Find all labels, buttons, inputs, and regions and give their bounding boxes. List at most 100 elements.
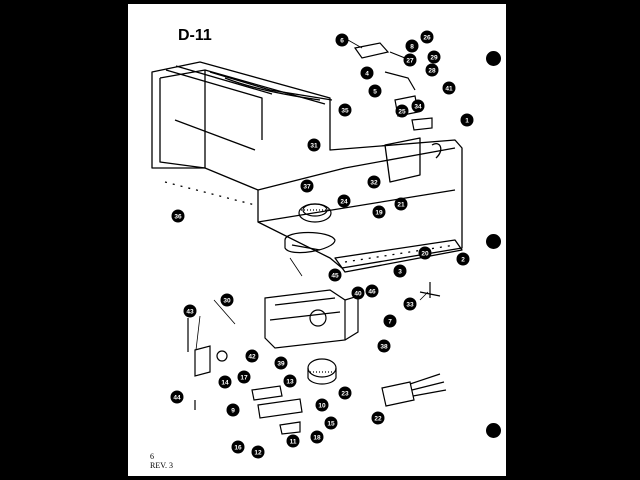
callout-label: 21 bbox=[397, 202, 405, 209]
callout-32: 32 bbox=[367, 175, 381, 189]
callout-label: 33 bbox=[406, 302, 414, 309]
callout-bubble bbox=[393, 264, 407, 278]
callout-24: 24 bbox=[337, 194, 351, 208]
callout-bubble bbox=[274, 356, 288, 370]
callout-label: 43 bbox=[186, 309, 194, 316]
callout-45: 45 bbox=[328, 268, 342, 282]
callout-bubble bbox=[394, 197, 408, 211]
callout-label: 29 bbox=[430, 55, 438, 62]
callout-bubble bbox=[383, 314, 397, 328]
callout-6: 6 bbox=[335, 33, 349, 47]
callout-3: 3 bbox=[393, 264, 407, 278]
binder-hole-bottom bbox=[486, 423, 501, 438]
callout-36: 36 bbox=[171, 209, 185, 223]
callout-label: 22 bbox=[374, 416, 382, 423]
callout-bubble bbox=[360, 66, 374, 80]
callout-14: 14 bbox=[218, 375, 232, 389]
callout-label: 40 bbox=[354, 291, 362, 298]
callout-29: 29 bbox=[427, 50, 441, 64]
callout-bubble bbox=[377, 339, 391, 353]
callout-bubble bbox=[335, 33, 349, 47]
callout-bubble bbox=[371, 411, 385, 425]
callout-bubble bbox=[286, 434, 300, 448]
callout-bubble bbox=[365, 284, 379, 298]
callout-4: 4 bbox=[360, 66, 374, 80]
callout-label: 13 bbox=[286, 379, 294, 386]
callout-35: 35 bbox=[338, 103, 352, 117]
callout-38: 38 bbox=[377, 339, 391, 353]
callout-label: 18 bbox=[313, 435, 321, 442]
callout-11: 11 bbox=[286, 434, 300, 448]
callout-label: 6 bbox=[340, 38, 344, 45]
callout-bubble bbox=[328, 268, 342, 282]
callout-label: 4 bbox=[365, 71, 369, 78]
callout-46: 46 bbox=[365, 284, 379, 298]
callout-label: 34 bbox=[414, 104, 422, 111]
callout-bubble bbox=[300, 179, 314, 193]
callout-bubble bbox=[403, 53, 417, 67]
callout-41: 41 bbox=[442, 81, 456, 95]
callout-bubble bbox=[442, 81, 456, 95]
callout-label: 17 bbox=[240, 375, 248, 382]
callout-label: 27 bbox=[406, 58, 414, 65]
callout-bubble bbox=[283, 374, 297, 388]
diagram-sheet bbox=[128, 4, 506, 476]
callout-label: 19 bbox=[375, 210, 383, 217]
callout-2: 2 bbox=[456, 252, 470, 266]
callout-bubble bbox=[171, 209, 185, 223]
cabinet-housing bbox=[151, 61, 463, 273]
callout-bubble bbox=[427, 50, 441, 64]
callout-label: 42 bbox=[248, 354, 256, 361]
callout-bubble bbox=[338, 386, 352, 400]
callout-label: 24 bbox=[340, 199, 348, 206]
callout-28: 28 bbox=[425, 63, 439, 77]
callout-bubble bbox=[226, 403, 240, 417]
callout-label: 26 bbox=[423, 35, 431, 42]
binder-hole-middle bbox=[486, 234, 501, 249]
callout-label: 7 bbox=[388, 319, 392, 326]
callout-bubble bbox=[395, 104, 409, 118]
callout-label: 32 bbox=[370, 180, 378, 187]
page-number: 6 bbox=[150, 452, 154, 461]
callout-label: 10 bbox=[318, 403, 326, 410]
callout-label: 37 bbox=[303, 184, 311, 191]
callout-16: 16 bbox=[231, 440, 245, 454]
callout-label: 12 bbox=[254, 450, 262, 457]
callout-bubble bbox=[337, 194, 351, 208]
callout-bubble bbox=[456, 252, 470, 266]
callout-bubble bbox=[245, 349, 259, 363]
callout-label: 28 bbox=[428, 68, 436, 75]
callout-bubble bbox=[411, 99, 425, 113]
callout-label: 39 bbox=[277, 361, 285, 368]
callout-bubble bbox=[425, 63, 439, 77]
callout-bubble bbox=[170, 390, 184, 404]
page-title: D-11 bbox=[178, 27, 212, 44]
callout-19: 19 bbox=[372, 205, 386, 219]
callout-bubble bbox=[307, 138, 321, 152]
callout-13: 13 bbox=[283, 374, 297, 388]
callout-40: 40 bbox=[351, 286, 365, 300]
callout-bubble bbox=[251, 445, 265, 459]
callout-bubble bbox=[403, 297, 417, 311]
callout-39: 39 bbox=[274, 356, 288, 370]
callout-label: 2 bbox=[461, 257, 465, 264]
callout-label: 46 bbox=[368, 289, 376, 296]
callout-label: 25 bbox=[398, 109, 406, 116]
callout-label: 41 bbox=[445, 86, 453, 93]
callout-label: 11 bbox=[290, 439, 297, 446]
callout-label: 15 bbox=[327, 421, 335, 428]
callout-label: 1 bbox=[465, 118, 469, 125]
callout-15: 15 bbox=[324, 416, 338, 430]
callout-10: 10 bbox=[315, 398, 329, 412]
callout-25: 25 bbox=[395, 104, 409, 118]
callout-7: 7 bbox=[383, 314, 397, 328]
callout-9: 9 bbox=[226, 403, 240, 417]
callout-bubble bbox=[237, 370, 251, 384]
callout-44: 44 bbox=[170, 390, 184, 404]
callout-26: 26 bbox=[420, 30, 434, 44]
callout-21: 21 bbox=[394, 197, 408, 211]
callout-label: 30 bbox=[223, 298, 231, 305]
callout-label: 31 bbox=[310, 143, 318, 150]
callout-bubble bbox=[418, 246, 432, 260]
